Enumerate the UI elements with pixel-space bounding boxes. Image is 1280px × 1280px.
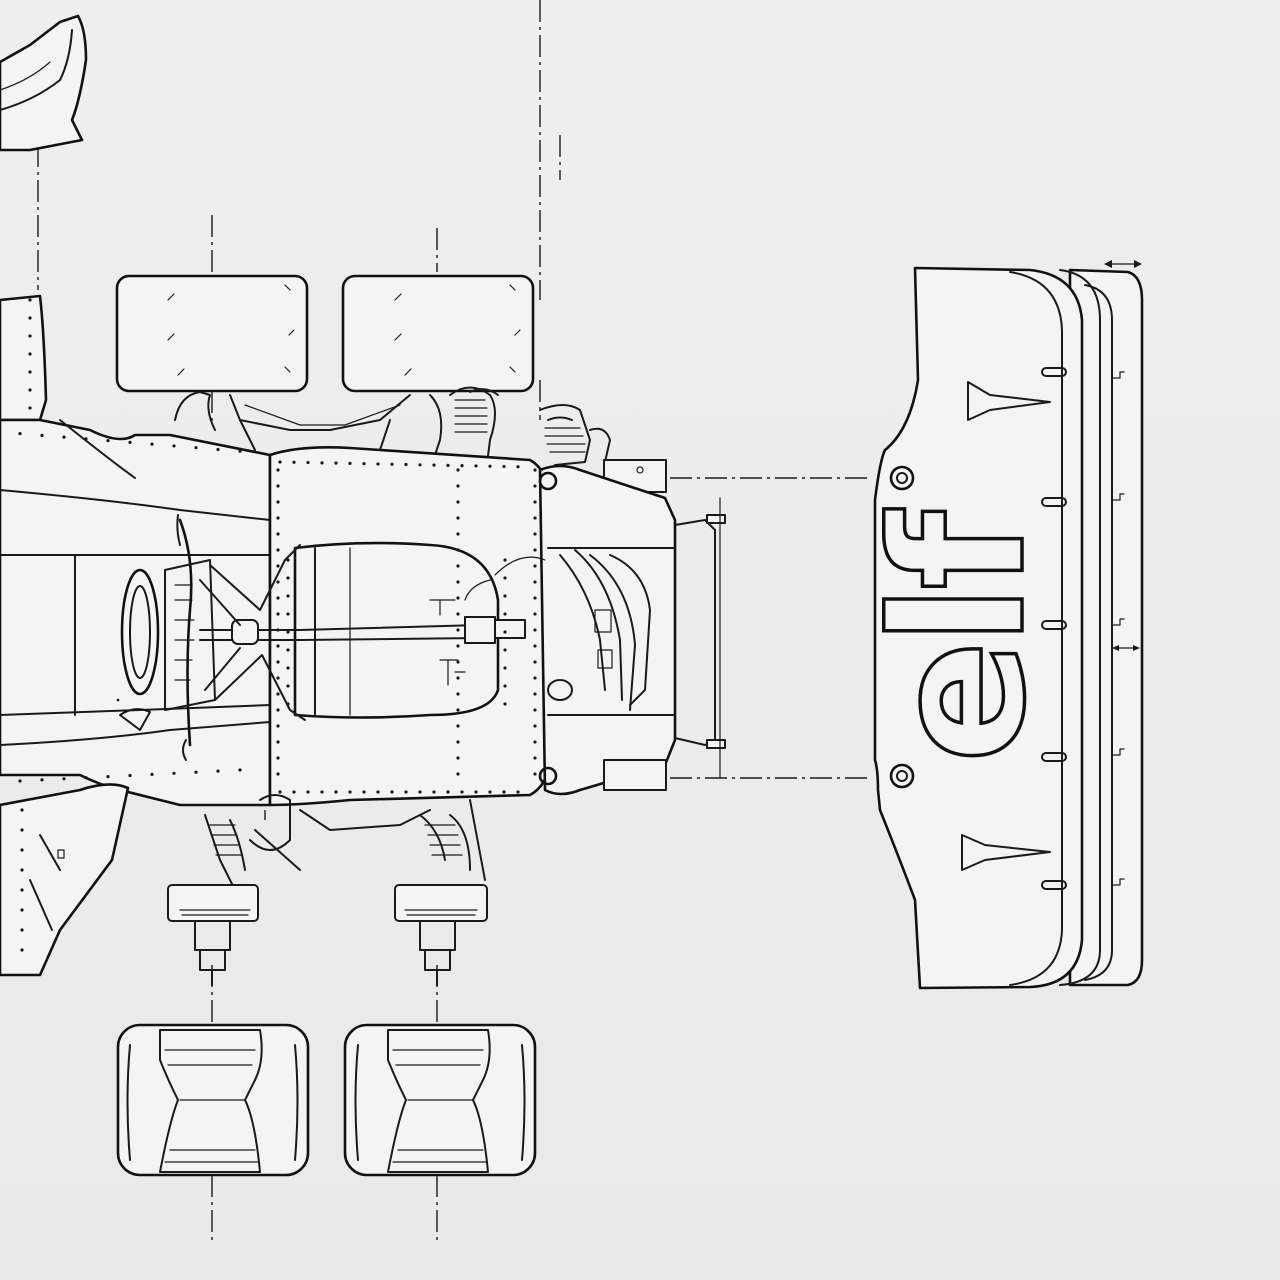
wheel-rim-icon (159, 1029, 263, 1173)
airbox-top (0, 14, 88, 152)
upper-tire-right (341, 274, 535, 393)
dimension-arrow-icon (1104, 260, 1142, 651)
upper-suspension (174, 386, 667, 493)
chassis-body (0, 294, 726, 977)
elf-logo: elf (853, 509, 1065, 764)
lower-wheel-left (116, 698, 310, 1177)
upper-tire-left (115, 274, 309, 425)
rear-wing-icon: elf (851, 260, 1144, 990)
rivets (18, 298, 537, 952)
lower-wheel-right (343, 1023, 537, 1177)
construction-lines (37, 0, 872, 1240)
steering-wheel-icon (120, 568, 160, 696)
lower-suspension (167, 794, 488, 986)
